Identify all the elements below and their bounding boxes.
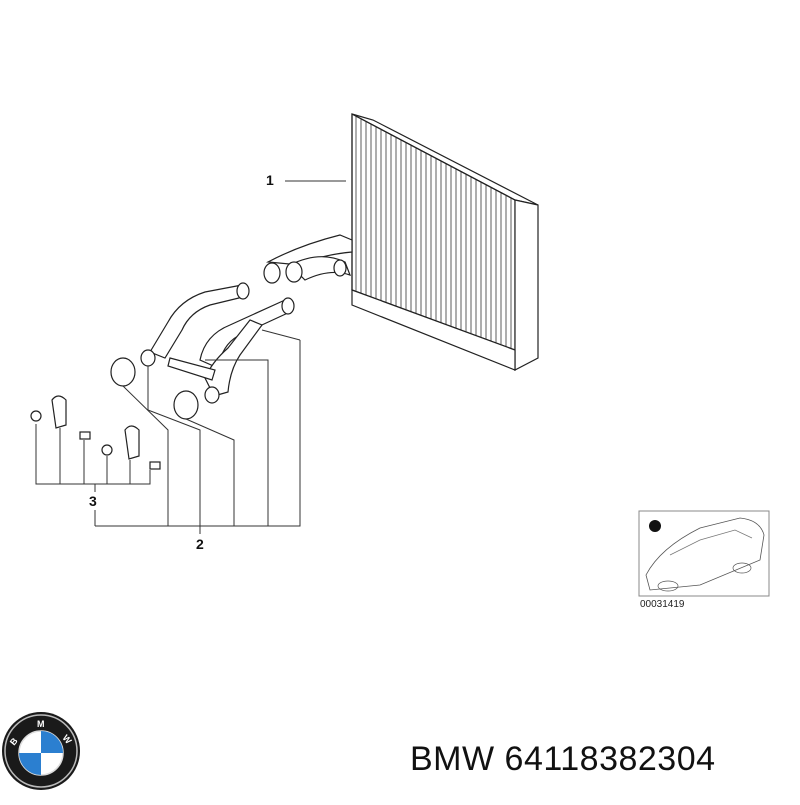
brand-name: BMW bbox=[410, 740, 495, 778]
callout-3: 3 bbox=[89, 493, 97, 509]
callout-2: 2 bbox=[196, 536, 204, 552]
coolant-pipes bbox=[30, 234, 353, 470]
bmw-logo bbox=[2, 712, 80, 790]
vehicle-thumbnail bbox=[638, 510, 770, 597]
logo-letter-m: M bbox=[37, 719, 45, 729]
callout-1: 1 bbox=[266, 172, 274, 188]
leader-lines bbox=[35, 180, 346, 534]
logo-letter-b: B bbox=[8, 735, 20, 747]
part-label: BMW 64118382304 bbox=[410, 740, 716, 779]
diagram-reference-number: 00031419 bbox=[640, 599, 685, 610]
heater-core bbox=[351, 113, 539, 371]
part-number: 64118382304 bbox=[504, 740, 716, 778]
